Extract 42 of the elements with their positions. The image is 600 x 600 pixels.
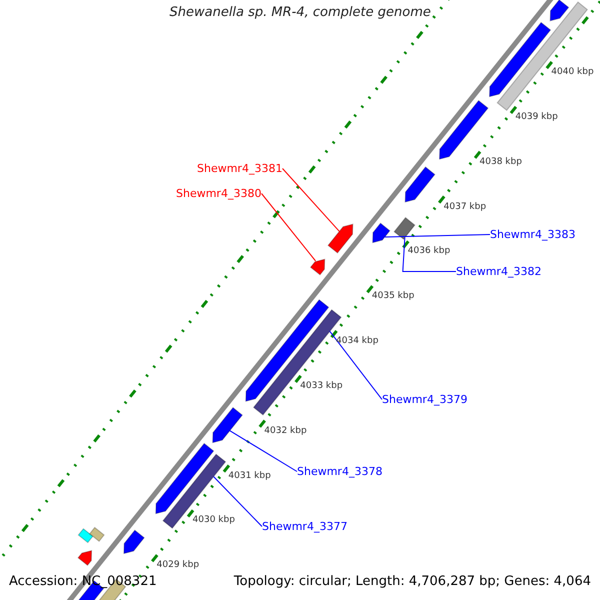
gene-feature (394, 216, 416, 240)
gene-label: Shewmr4_3380 (176, 188, 262, 199)
gene-feature (212, 406, 243, 444)
gene-label: Shewmr4_3383 (490, 229, 576, 240)
leader-line (329, 330, 382, 400)
scale-label: 4036 kbp (408, 247, 450, 256)
gene-label: Shewmr4_3377 (262, 521, 348, 532)
gene-label: Shewmr4_3381 (197, 163, 282, 174)
gene-feature (123, 530, 145, 554)
scale-label: 4033 kbp (300, 382, 343, 391)
gene-feature (77, 550, 92, 566)
title: Shewanella sp. MR-4, complete genome (170, 6, 431, 19)
scale-label: 4034 kbp (336, 337, 378, 346)
gene-feature (310, 258, 326, 276)
scale-label: 4031 kbp (228, 472, 271, 481)
gene-label: Shewmr4_3382 (456, 266, 542, 277)
leader-line (282, 168, 340, 232)
gene-feature (488, 22, 552, 98)
gene-feature (372, 222, 390, 244)
scale-label: 4038 kbp (480, 158, 522, 167)
leader-line (229, 430, 298, 472)
leader-line (402, 237, 456, 272)
gene-feature (155, 442, 214, 514)
gene-feature (404, 166, 436, 203)
leader-line (384, 234, 490, 238)
gene-feature (89, 526, 105, 542)
gene-feature (327, 224, 354, 254)
gene-label: Shewmr4_3379 (382, 394, 468, 405)
gene-feature (78, 528, 94, 544)
gene-label: Shewmr4_3378 (297, 466, 382, 477)
scale-label: 4035 kbp (372, 292, 414, 302)
scale-label: 4037 kbp (444, 202, 486, 212)
genome-summary: Topology: circular; Length: 4,706,287 bp; Genes: 4,064 (234, 575, 591, 588)
accession-note: Accession: NC_008321 (9, 575, 157, 588)
leader-line (213, 476, 262, 527)
leader-line (261, 193, 316, 262)
gene-feature (550, 0, 570, 22)
scale-label: 4030 kbp (192, 516, 235, 526)
scale-label: 4039 kbp (515, 112, 558, 122)
scale-label: 4040 kbp (551, 68, 594, 78)
scale-label: 4032 kbp (264, 426, 307, 436)
scale-label: 4029 kbp (156, 561, 200, 570)
